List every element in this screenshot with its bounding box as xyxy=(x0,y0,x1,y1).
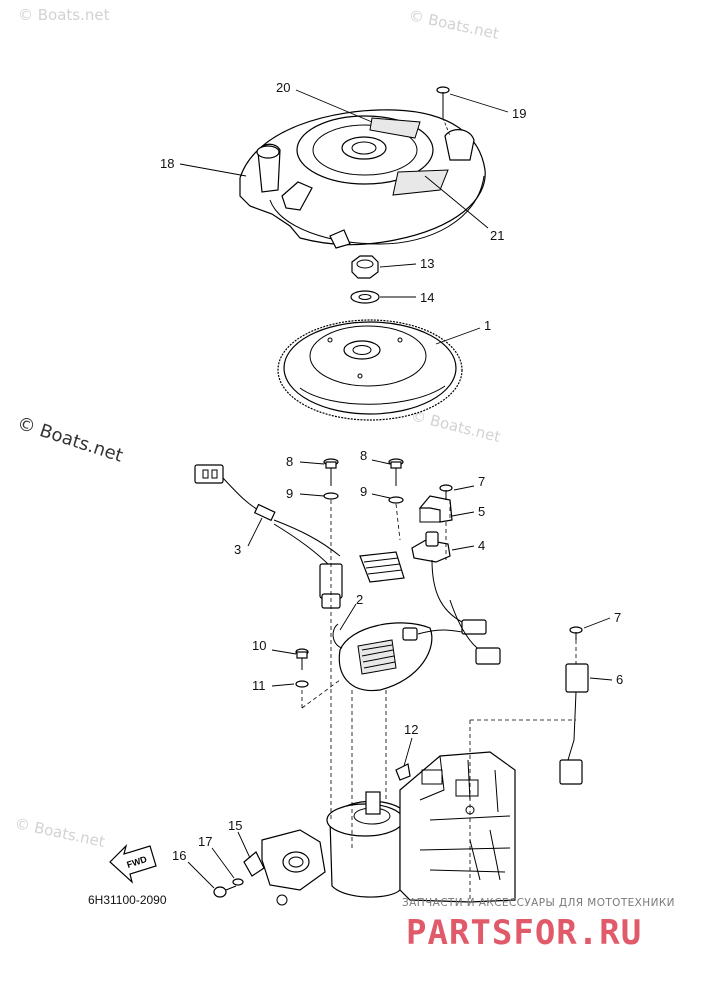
callout-5: 5 xyxy=(478,504,485,519)
callout-7-right: 7 xyxy=(614,610,621,625)
callout-7-top: 7 xyxy=(478,474,485,489)
bolt-19 xyxy=(436,86,451,137)
callout-19: 19 xyxy=(512,106,526,121)
pulser-coil-4 xyxy=(411,531,501,665)
crankcase xyxy=(326,751,516,903)
bracket-5 xyxy=(418,495,453,523)
callout-12: 12 xyxy=(404,722,418,737)
bolt-16 xyxy=(213,885,237,898)
callout-8-right: 8 xyxy=(360,448,367,463)
connector-6 xyxy=(559,663,589,785)
flywheel xyxy=(277,319,463,421)
watermark-large: © Boats.net xyxy=(14,413,125,467)
callout-11: 11 xyxy=(252,678,266,693)
bolt-10 xyxy=(295,648,309,670)
washer-14 xyxy=(350,290,380,304)
callout-18: 18 xyxy=(160,156,174,171)
callout-3: 3 xyxy=(234,542,241,557)
callout-4: 4 xyxy=(478,538,485,553)
callout-1: 1 xyxy=(484,318,491,333)
watermark-top-left: © Boats.net xyxy=(18,6,110,24)
washer-9-left xyxy=(323,492,339,500)
callout-9-left: 9 xyxy=(286,486,293,501)
screw-7-top xyxy=(439,484,453,500)
watermark-top-right: © Boats.net xyxy=(407,6,500,43)
throttle-bracket xyxy=(243,829,326,906)
screw-8-right xyxy=(388,458,404,486)
callout-16: 16 xyxy=(172,848,186,863)
washer-11 xyxy=(295,680,309,688)
washer-17 xyxy=(232,878,244,886)
branding-logo: PARTSFOR.RU xyxy=(406,913,642,953)
washer-9-right xyxy=(388,496,404,504)
callout-2: 2 xyxy=(356,592,363,607)
callout-21: 21 xyxy=(490,228,504,243)
stator-coil xyxy=(332,622,463,692)
screw-7-right xyxy=(569,626,583,640)
callout-8-left: 8 xyxy=(286,454,293,469)
callout-13: 13 xyxy=(420,256,434,271)
callout-20: 20 xyxy=(276,80,290,95)
wire-harness-3 xyxy=(194,464,405,609)
watermark-bottom-left: © Boats.net xyxy=(13,814,106,851)
callout-9-right: 9 xyxy=(360,484,367,499)
fwd-arrow: FWD xyxy=(109,844,157,884)
leader-lines xyxy=(179,89,613,889)
callout-6: 6 xyxy=(616,672,623,687)
callout-10: 10 xyxy=(252,638,266,653)
callout-15: 15 xyxy=(228,818,242,833)
nut-13 xyxy=(351,255,379,279)
assembly-lines xyxy=(301,500,577,900)
flywheel-cover xyxy=(239,109,486,249)
branding-subtitle: ЗАПЧАСТИ И АКСЕССУАРЫ ДЛЯ МОТОТЕХНИКИ xyxy=(402,897,675,909)
part-code: 6H31100-2090 xyxy=(88,893,167,907)
callout-17: 17 xyxy=(198,834,212,849)
screw-8-left xyxy=(323,458,339,486)
partsfor-branding: ЗАПЧАСТИ И АКСЕССУАРЫ ДЛЯ МОТОТЕХНИКИ PA… xyxy=(402,897,675,953)
callout-labels: 20 19 18 21 13 14 1 8 8 7 9 9 5 3 4 2 7 … xyxy=(160,80,623,863)
cap-12 xyxy=(395,763,411,781)
watermark-mid-right: © Boats.net xyxy=(409,406,502,446)
callout-14: 14 xyxy=(420,290,434,305)
